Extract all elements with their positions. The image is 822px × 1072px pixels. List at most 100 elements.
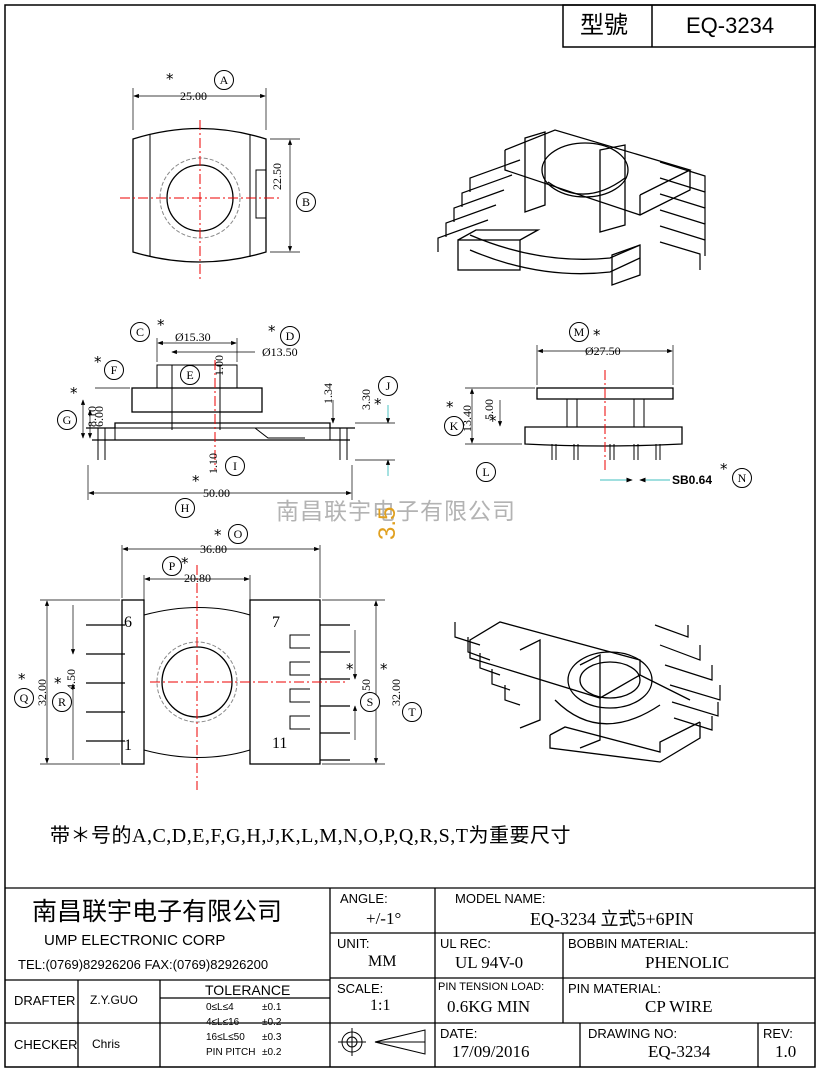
- unit-label: UNIT:: [337, 936, 370, 951]
- tol-value-3: ±0.3: [262, 1032, 282, 1043]
- scale-label: SCALE:: [337, 981, 384, 996]
- important-mark-icon: *: [94, 353, 102, 371]
- dim-o-value: 36.80: [200, 542, 227, 556]
- rev-label: REV:: [763, 1026, 793, 1041]
- dim-q-value: 32.00: [35, 679, 49, 706]
- callout-t: T: [402, 702, 422, 722]
- important-mark-icon: *: [268, 322, 276, 340]
- important-mark-icon: *: [446, 398, 454, 416]
- callout-r: R: [52, 692, 72, 712]
- dim-h-value: 50.00: [203, 486, 230, 500]
- tension-label: PIN TENSION LOAD:: [438, 981, 545, 993]
- drafter-value: Z.Y.GUO: [90, 993, 138, 1007]
- pin-material-label: PIN MATERIAL:: [568, 981, 661, 996]
- callout-f: F: [104, 360, 124, 380]
- tol-value-1: ±0.1: [262, 1002, 282, 1013]
- bobbin-label: BOBBIN MATERIAL:: [568, 936, 689, 951]
- angle-value: +/-1°: [366, 909, 402, 928]
- dim-b-value: 22.50: [270, 163, 284, 190]
- important-mark-icon: *: [181, 554, 189, 572]
- dim-m-value: Ø27.50: [585, 344, 621, 358]
- callout-o: O: [228, 524, 248, 544]
- dim-k-value: 13.40: [460, 405, 474, 432]
- tension-value: 0.6KG MIN: [447, 997, 531, 1016]
- dim-p-value: 20.80: [184, 571, 211, 585]
- callout-a: A: [214, 70, 234, 90]
- front-view: [80, 338, 395, 500]
- callout-k: K: [444, 416, 464, 436]
- callout-s: S: [360, 692, 380, 712]
- callout-q: Q: [14, 688, 34, 708]
- callout-c: C: [130, 322, 150, 342]
- dim-n-value: SB0.64: [672, 473, 713, 487]
- dim-i-value: 1.10: [206, 453, 220, 474]
- date-label: DATE:: [440, 1026, 478, 1041]
- callout-e: E: [180, 365, 200, 385]
- tol-range-4: PIN PITCH: [206, 1047, 256, 1058]
- callout-m: M: [569, 322, 589, 342]
- model-name-value: EQ-3234 立式5+6PIN: [530, 909, 694, 929]
- unit-value: MM: [368, 953, 397, 970]
- callout-h: H: [175, 498, 195, 518]
- watermark: 南昌联宇电子有限公司: [276, 498, 516, 524]
- tol-range-1: 0≤L≤4: [206, 1002, 234, 1013]
- important-mark-icon: *: [18, 670, 26, 688]
- dim-g-value: 6.00: [92, 406, 106, 427]
- company-name-en: UMP ELECTRONIC CORP: [44, 932, 226, 949]
- drafter-label: DRAFTER: [14, 993, 76, 1008]
- dim-j1-value: 1.34: [321, 383, 335, 404]
- company-contact: TEL:(0769)82926206 FAX:(0769)82926200: [18, 957, 269, 972]
- dim-d-value: Ø13.50: [262, 345, 298, 359]
- company-name-cn: 南昌联宇电子有限公司: [32, 899, 283, 926]
- model-label: 型號: [580, 12, 628, 39]
- tol-range-3: 16≤L≤50: [206, 1032, 245, 1043]
- callout-p: P: [162, 556, 182, 576]
- tolerance-label: TOLERANCE: [205, 982, 291, 998]
- pin-11-label: 11: [272, 735, 288, 752]
- tol-range-2: 4≤L≤16: [206, 1017, 240, 1028]
- dim-a-value: 25.00: [180, 89, 207, 103]
- dim-r-value: 4.50: [64, 669, 78, 690]
- title-block-grid: [5, 887, 815, 1067]
- important-dimensions-note: 带＊号的A,C,D,E,F,G,H,J,K,L,M,N,O,P,Q,R,S,T为…: [50, 825, 571, 847]
- important-mark-icon: *: [489, 412, 497, 430]
- callout-g: G: [57, 410, 77, 430]
- iso-view-top: [437, 129, 706, 286]
- important-mark-icon: *: [192, 472, 200, 490]
- checker-label: CHECKER: [14, 1037, 78, 1052]
- important-mark-icon: *: [374, 395, 382, 413]
- important-mark-icon: *: [214, 526, 222, 544]
- important-mark-icon: *: [720, 460, 728, 478]
- callout-i: I: [225, 456, 245, 476]
- bottom-view: [40, 545, 385, 790]
- callout-n: N: [732, 468, 752, 488]
- pin-material-value: CP WIRE: [645, 997, 713, 1016]
- tol-value-4: ±0.2: [262, 1047, 282, 1058]
- callout-b: B: [296, 192, 316, 212]
- important-mark-icon: *: [70, 384, 78, 402]
- projection-symbol-icon: [338, 1028, 426, 1056]
- overlay-number: 3.5: [374, 506, 401, 540]
- model-header-box: [562, 4, 816, 48]
- callout-d: D: [280, 326, 300, 346]
- important-mark-icon: *: [380, 660, 388, 678]
- important-mark-icon: *: [166, 70, 174, 88]
- dim-e-value: 1.00: [212, 355, 226, 376]
- pin-1-label: 1: [124, 737, 132, 754]
- model-name-label: MODEL NAME:: [455, 891, 546, 906]
- iso-view-bottom: [454, 621, 721, 763]
- pin-7-label: 7: [272, 614, 280, 631]
- scale-value: 1:1: [370, 997, 391, 1014]
- checker-value: Chris: [92, 1037, 121, 1051]
- bobbin-value: PHENOLIC: [645, 953, 730, 972]
- drawing-no-label: DRAWING NO:: [588, 1026, 678, 1041]
- important-mark-icon: *: [346, 660, 354, 678]
- rev-value: 1.0: [775, 1042, 797, 1061]
- dim-j-value: 3.30: [359, 389, 373, 410]
- side-view: [465, 345, 683, 483]
- sheet-border: [4, 4, 816, 1068]
- important-mark-icon: *: [54, 674, 62, 692]
- pin-6-label: 6: [124, 614, 132, 631]
- important-mark-icon: *: [157, 316, 165, 334]
